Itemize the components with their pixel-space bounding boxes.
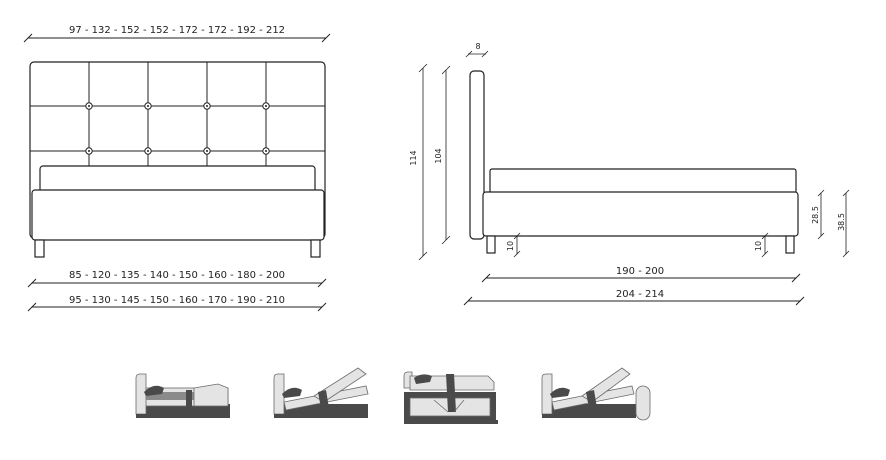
mattress-length-label: 190 - 200 [616, 266, 664, 277]
bed-base-side [482, 191, 799, 237]
total-length-label: 204 - 214 [616, 289, 664, 300]
front-inner-width-label: 85 - 120 - 135 - 140 - 150 - 160 - 180 -… [69, 270, 285, 281]
bed-lifting-icon [273, 367, 369, 418]
front-inner-width-dimension: 85 - 120 - 135 - 140 - 150 - 160 - 180 -… [27, 270, 327, 288]
front-top-width-label: 97 - 132 - 152 - 152 - 172 - 172 - 192 -… [69, 25, 285, 36]
total-height-dimension: 114 [409, 63, 428, 261]
front-outer-width-label: 95 - 130 - 145 - 150 - 160 - 170 - 190 -… [69, 295, 285, 306]
bed-base-front [31, 189, 325, 241]
front-view: 97 - 132 - 152 - 152 - 172 - 172 - 192 -… [23, 25, 331, 312]
leg-side-left [486, 235, 496, 254]
bed-closed-icon [135, 373, 230, 418]
front-top-width-dimension: 97 - 132 - 152 - 152 - 172 - 172 - 192 -… [23, 25, 331, 43]
total-length-dimension: 204 - 214 [463, 289, 805, 306]
side-view: 8 114 104 10 [409, 42, 850, 306]
total-height-label: 114 [409, 150, 418, 165]
leg-height-left-label: 10 [506, 241, 515, 251]
mattress-side [489, 168, 797, 194]
base-height-dimension: 28.5 [811, 189, 825, 240]
leg-height-right-dimension: 10 [754, 232, 769, 258]
base-total-height-label: 38.5 [837, 213, 846, 231]
base-height-label: 28.5 [811, 206, 820, 224]
headboard-height-dimension: 104 [434, 65, 451, 245]
rolled-mattress-icon [635, 385, 651, 421]
headboard-thickness-dimension: 8 [465, 42, 489, 58]
lift-mechanism-icons [135, 367, 651, 424]
headboard-side [469, 70, 485, 240]
headboard-height-label: 104 [434, 148, 443, 163]
leg-height-right-label: 10 [754, 241, 763, 251]
base-total-height-dimension: 38.5 [837, 189, 850, 258]
bed-open-with-item-icon [541, 367, 651, 421]
leg-side-right [785, 235, 795, 254]
leg-height-left-dimension: 10 [506, 232, 521, 258]
mattress-length-dimension: 190 - 200 [481, 266, 801, 283]
front-outer-width-dimension: 95 - 130 - 145 - 150 - 160 - 170 - 190 -… [27, 295, 327, 312]
leg-front-right [310, 239, 321, 258]
leg-front-left [34, 239, 45, 258]
bed-open-storage-icon [403, 371, 498, 424]
headboard-thickness-label: 8 [475, 42, 480, 51]
mattress-front [39, 165, 316, 193]
